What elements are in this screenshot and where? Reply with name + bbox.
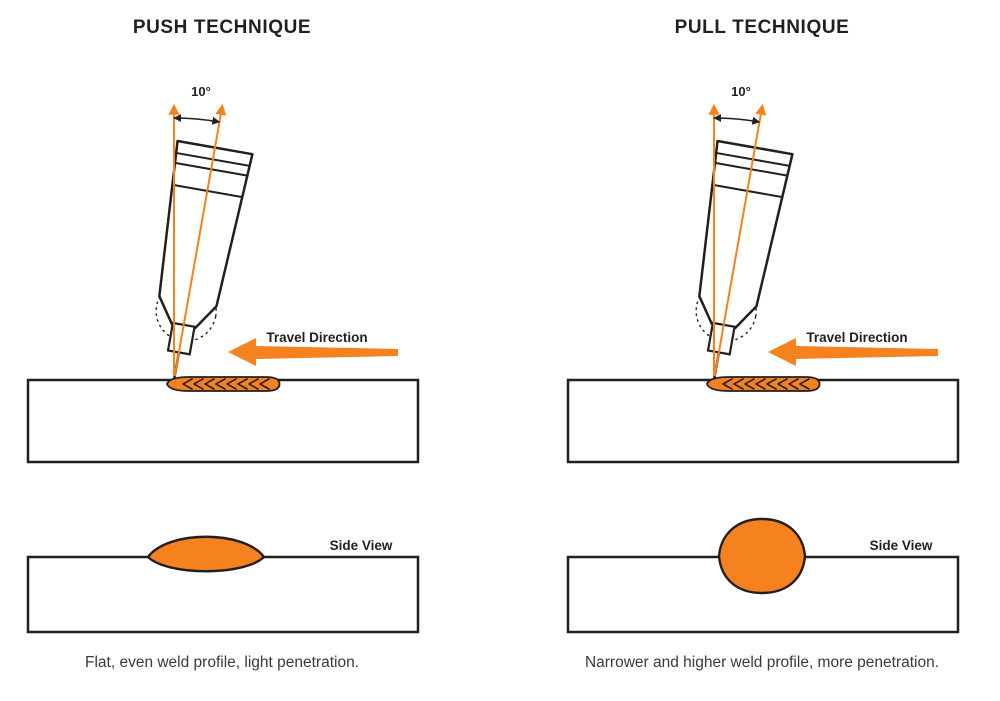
push-weld-profile (146, 535, 266, 573)
pull-caption: Narrower and higher weld profile, more p… (585, 654, 939, 671)
pull-angle-label: 10° (731, 84, 751, 99)
pull-weld-profile (717, 517, 807, 595)
pull-travel-direction-label: Travel Direction (806, 330, 907, 345)
push-caption: Flat, even weld profile, light penetrati… (85, 654, 359, 671)
pull-side-view-label: Side View (870, 538, 933, 553)
push-title: PUSH TECHNIQUE (133, 17, 311, 38)
pull-torch-diagram (568, 106, 958, 462)
push-angle-label: 10° (191, 84, 211, 99)
pull-title: PULL TECHNIQUE (675, 17, 850, 38)
push-torch-diagram (28, 106, 418, 462)
push-travel-direction-label: Travel Direction (266, 330, 367, 345)
push-side-view-label: Side View (330, 538, 393, 553)
